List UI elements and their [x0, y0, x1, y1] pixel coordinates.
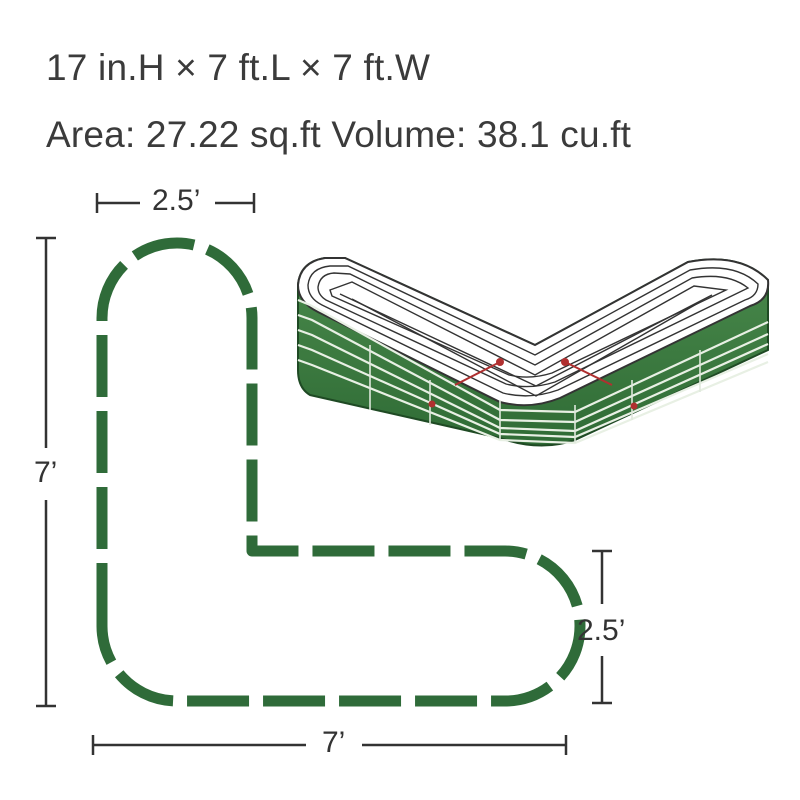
support-braces — [428, 358, 638, 410]
l-shape-outline — [96, 237, 586, 707]
area-volume-text: Area: 27.22 sq.ft Volume: 38.1 cu.ft — [46, 114, 632, 155]
right-width-label: 2.5’ — [577, 614, 626, 647]
dimension-lines — [36, 193, 612, 755]
bed-top-rim — [296, 257, 770, 407]
bottom-length-label: 7’ — [322, 726, 346, 759]
dimensions-heading: 17 in.H × 7 ft.L × 7 ft.W — [46, 47, 431, 88]
interior-wire-lines — [307, 265, 759, 397]
left-length-label: 7’ — [34, 456, 58, 489]
top-width-label: 2.5’ — [152, 184, 201, 217]
